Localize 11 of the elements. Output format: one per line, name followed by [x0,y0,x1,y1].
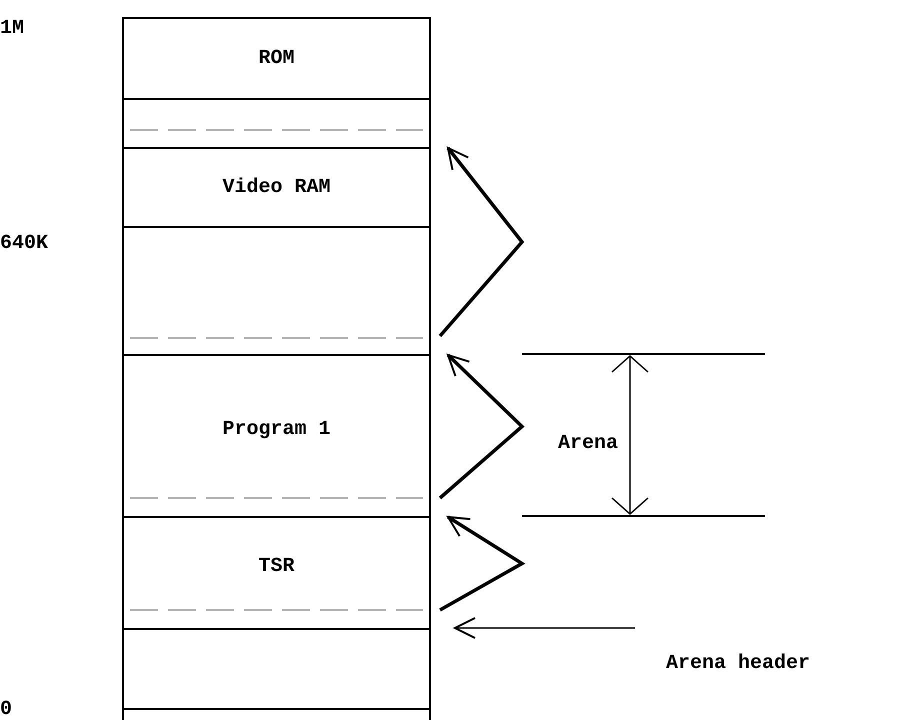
memory-block [122,516,431,630]
memory-block [122,17,431,100]
memory-block [122,147,431,228]
leader-arrow [454,617,635,639]
memory-block [122,354,431,518]
memory-block [122,98,431,149]
memory-block [122,226,431,356]
zigzag-arrow [438,146,524,338]
zigzag-arrow [439,516,526,612]
memory-block [122,628,431,710]
zigzag-arrow [438,354,525,500]
